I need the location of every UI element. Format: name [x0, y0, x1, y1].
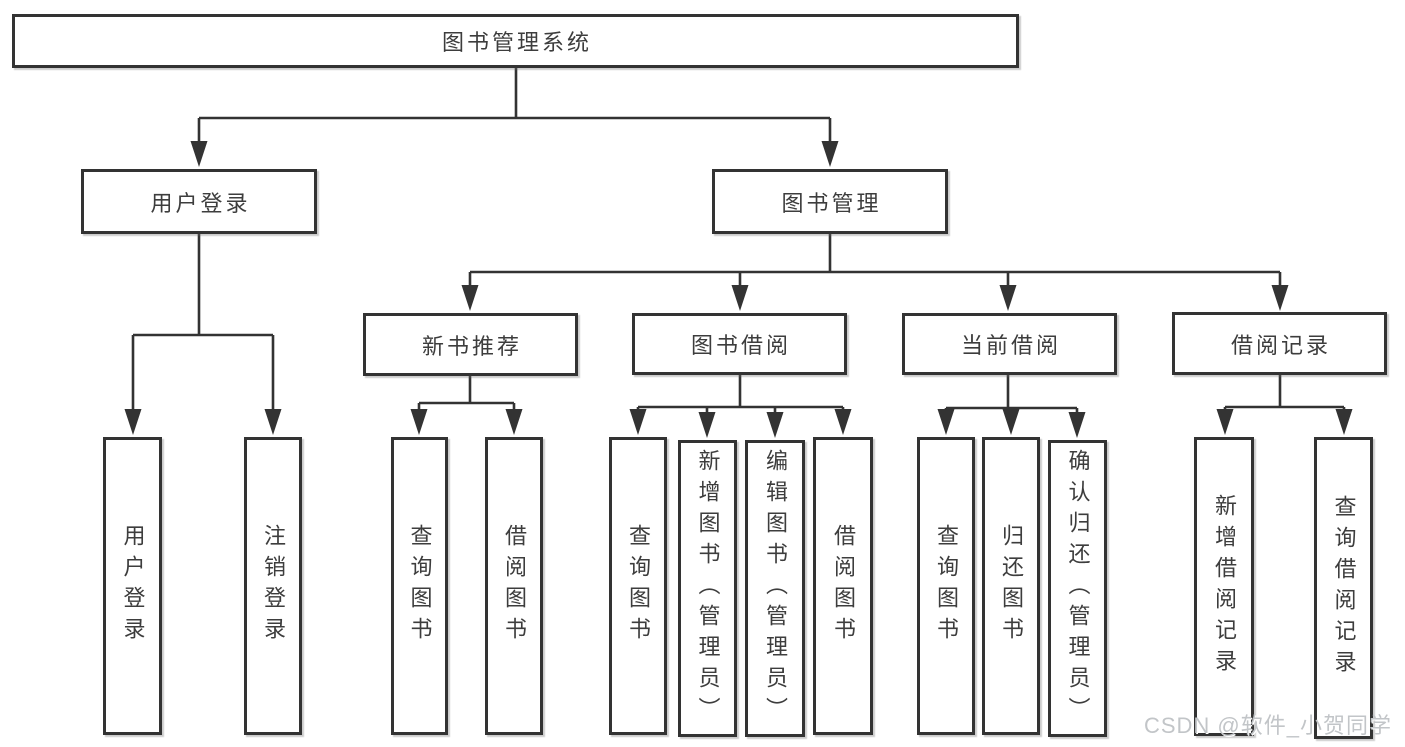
leaf-user-login: 用户登录: [103, 437, 162, 735]
leaf-add-book-admin: 新增图书（管理员）: [678, 440, 737, 737]
node-new-book-rec: 新书推荐: [363, 313, 578, 376]
connector-book-mgmt: [468, 234, 1282, 306]
leaf-query-borrow-record: 查询借阅记录: [1314, 437, 1373, 739]
node-borrow-records: 借阅记录: [1172, 312, 1387, 375]
connector-root: [197, 68, 832, 162]
leaf-borrow-books-1: 借阅图书: [485, 437, 543, 735]
node-user-login-branch: 用户登录: [81, 169, 317, 234]
node-book-mgmt-branch: 图书管理: [712, 169, 948, 234]
leaf-query-books-2: 查询图书: [609, 437, 667, 735]
leaf-return-books: 归还图书: [982, 437, 1040, 735]
node-current-borrow: 当前借阅: [902, 313, 1117, 375]
connector-borrow-records: [1223, 375, 1346, 430]
leaf-logout: 注销登录: [244, 437, 302, 735]
connector-user-login: [131, 234, 275, 430]
leaf-query-books-1: 查询图书: [391, 437, 448, 735]
connector-new-book-rec: [417, 376, 516, 430]
node-root: 图书管理系统: [12, 14, 1019, 68]
connector-lines: [131, 68, 1346, 433]
leaf-edit-book-admin: 编辑图书（管理员）: [745, 440, 805, 737]
leaf-query-books-3: 查询图书: [917, 437, 975, 735]
node-book-borrow: 图书借阅: [632, 313, 847, 375]
leaf-add-borrow-record: 新增借阅记录: [1194, 437, 1254, 736]
leaf-confirm-return-admin: 确认归还（管理员）: [1048, 440, 1107, 737]
leaf-borrow-books-2: 借阅图书: [813, 437, 873, 735]
arrowheads: [124, 141, 1353, 438]
watermark: CSDN @软件_小贺同学: [1143, 713, 1392, 738]
connector-book-borrow: [636, 375, 845, 433]
